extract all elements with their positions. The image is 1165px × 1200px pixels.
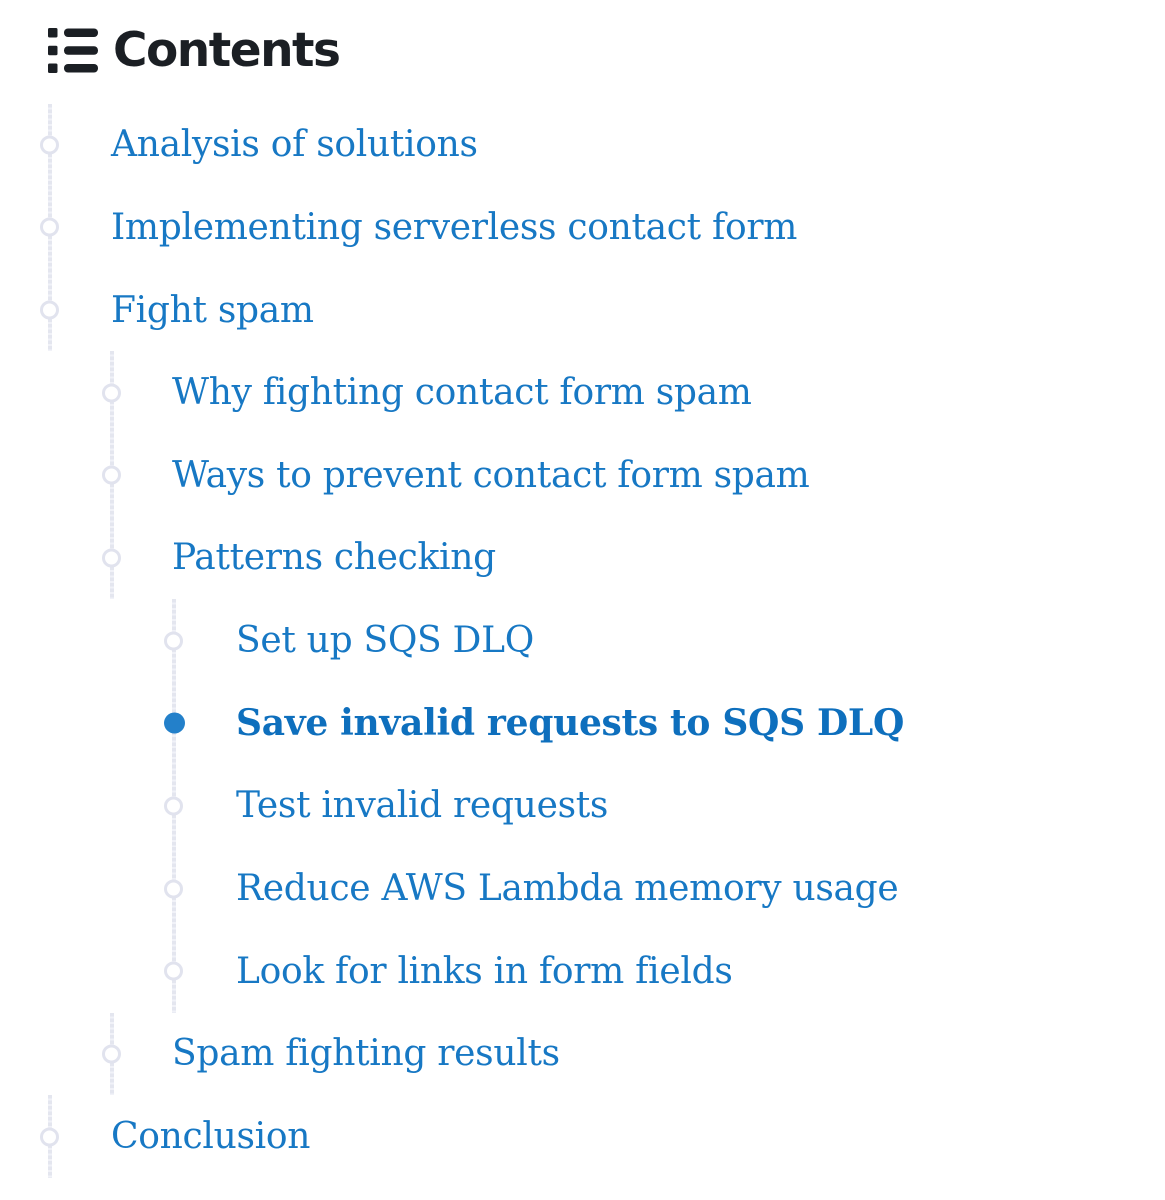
toc-item: Conclusion [0,1095,1165,1178]
active-dot-marker [163,712,185,734]
toc-item: Analysis of solutions [0,103,1165,187]
toc-item: Why fighting contact form spam [0,351,1165,435]
toc-item: Save invalid requests to SQS DLQ [0,681,1165,765]
toc-item: Fight spam [0,268,1165,352]
circle-marker [102,383,121,403]
toc-link[interactable]: Set up SQS DLQ [236,620,534,662]
toc-link[interactable]: Patterns checking [172,537,496,579]
toc-link[interactable]: Why fighting contact form spam [172,372,752,414]
toc-item: Set up SQS DLQ [0,599,1165,682]
toc-link[interactable]: Fight spam [111,289,314,331]
toc-link[interactable]: Conclusion [111,1115,311,1157]
circle-marker [164,879,183,899]
toc-link[interactable]: Ways to prevent contact form spam [172,454,810,496]
circle-marker [40,135,59,155]
list-icon [48,27,98,73]
contents-header: Contents [48,20,341,80]
toc-item: Implementing serverless contact form [0,186,1165,269]
toc-item: Look for links in form fields [0,929,1165,1013]
toc-item: Patterns checking [0,516,1165,600]
contents-title: Contents [113,22,341,78]
toc-link[interactable]: Look for links in form fields [236,950,733,992]
toc-item: Ways to prevent contact form spam [0,434,1165,517]
toc-link[interactable]: Test invalid requests [236,785,609,827]
toc-link[interactable]: Analysis of solutions [111,124,478,166]
toc-item: Spam fighting results [0,1012,1165,1096]
circle-marker [164,796,183,816]
circle-marker [40,300,59,320]
circle-marker [102,1044,121,1064]
circle-marker [40,1127,59,1146]
toc-link[interactable]: Implementing serverless contact form [111,206,798,248]
circle-marker [102,465,121,485]
circle-marker [164,631,183,651]
circle-marker [164,961,183,981]
toc-item: Reduce AWS Lambda memory usage [0,847,1165,930]
toc-link[interactable]: Reduce AWS Lambda memory usage [236,867,899,909]
toc-link[interactable]: Spam fighting results [172,1033,560,1075]
circle-marker [102,548,121,568]
circle-marker [40,217,59,237]
toc-link[interactable]: Save invalid requests to SQS DLQ [236,701,905,744]
toc-item: Test invalid requests [0,764,1165,848]
